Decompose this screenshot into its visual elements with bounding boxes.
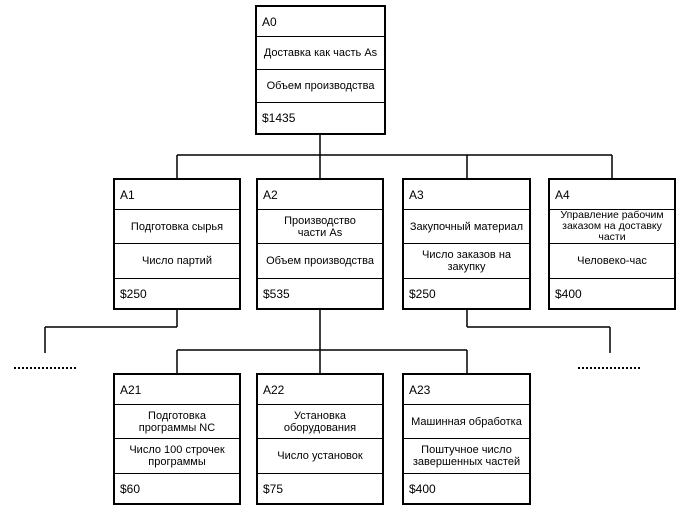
activity-id: A2 [263,187,278,202]
activity-box-a1: A1 Подготовка сырья Число партий $250 [113,178,241,310]
activity-box-a2: A2 Производство части As Объем производс… [256,178,384,310]
cost-driver: Число установок [258,438,382,473]
activity-cost: $60 [115,473,239,503]
cost-driver: Объем производства [257,69,384,102]
activity-cost: $75 [258,473,382,503]
activity-name: Подготовка программы NC [115,404,239,438]
activity-name: Подготовка сырья [115,209,239,243]
activity-box-a21: A21 Подготовка программы NC Число 100 ст… [113,373,241,505]
activity-id: A21 [120,382,142,397]
activity-id: A1 [120,187,135,202]
activity-cost: $1435 [257,102,384,133]
activity-name: Установка оборудования [258,404,382,438]
activity-box-a22: A22 Установка оборудования Число установ… [256,373,384,505]
activity-cost: $400 [550,278,674,308]
activity-name: Управление рабочим заказом на доставку ч… [550,209,674,243]
cost-driver: Человеко-час [550,243,674,278]
activity-id: A23 [409,382,431,397]
activity-name: Доставка как часть As [257,36,384,69]
activity-name: Производство части As [258,209,382,243]
cost-driver: Число заказов на закупку [404,243,529,278]
activity-box-a0: A0 Доставка как часть As Объем производс… [255,5,386,135]
activity-name: Закупочный материал [404,209,529,243]
cost-driver: Поштучное число завершенных частей [404,438,529,473]
activity-box-a23: A23 Машинная обработка Поштучное число з… [402,373,531,505]
activity-cost: $400 [404,473,529,503]
activity-id: A0 [262,14,277,29]
cost-driver: Объем производства [258,243,382,278]
activity-id: A4 [555,187,570,202]
cost-driver: Число 100 строчек программы [115,438,239,473]
cost-driver: Число партий [115,243,239,278]
activity-id: A3 [409,187,424,202]
activity-box-a3: A3 Закупочный материал Число заказов на … [402,178,531,310]
activity-cost: $535 [258,278,382,308]
activity-name: Машинная обработка [404,404,529,438]
activity-box-a4: A4 Управление рабочим заказом на доставк… [548,178,676,310]
activity-cost: $250 [404,278,529,308]
activity-id: A22 [263,382,285,397]
activity-cost: $250 [115,278,239,308]
